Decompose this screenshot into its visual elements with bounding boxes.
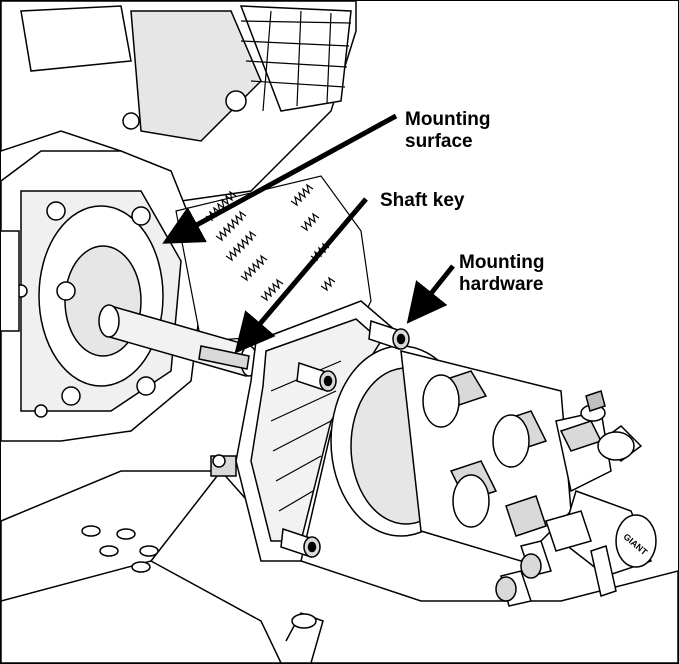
shaft-key bbox=[198, 345, 250, 370]
arrow-pointer-mounting-hardware bbox=[406, 264, 455, 324]
callout-shaft-key-text: Shaft key bbox=[380, 190, 465, 211]
flywheel-fins bbox=[175, 175, 372, 342]
mounting-bolts bbox=[280, 319, 410, 559]
base-plate bbox=[1, 470, 678, 663]
engine-illustration bbox=[1, 1, 357, 477]
callout-mounting-surface: Mounting surface bbox=[405, 109, 490, 153]
callout-mounting-surface-line2: surface bbox=[405, 131, 473, 152]
callout-mounting-surface-line1: Mounting bbox=[405, 109, 491, 130]
pump-illustration bbox=[235, 300, 657, 607]
bolt-1 bbox=[368, 319, 410, 351]
callout-arrows bbox=[162, 113, 455, 354]
callout-mounting-hardware-line1: Mounting bbox=[459, 252, 545, 273]
callout-mounting-hardware-line2: hardware bbox=[459, 274, 544, 295]
bolt-2 bbox=[296, 361, 337, 393]
arrow-pointer-mounting-surface bbox=[162, 113, 398, 244]
arrow-pointer-shaft-key bbox=[234, 197, 368, 354]
callout-shaft-key: Shaft key bbox=[380, 190, 464, 212]
callout-mounting-hardware: Mounting hardware bbox=[459, 252, 544, 296]
bolt-3 bbox=[280, 527, 321, 559]
